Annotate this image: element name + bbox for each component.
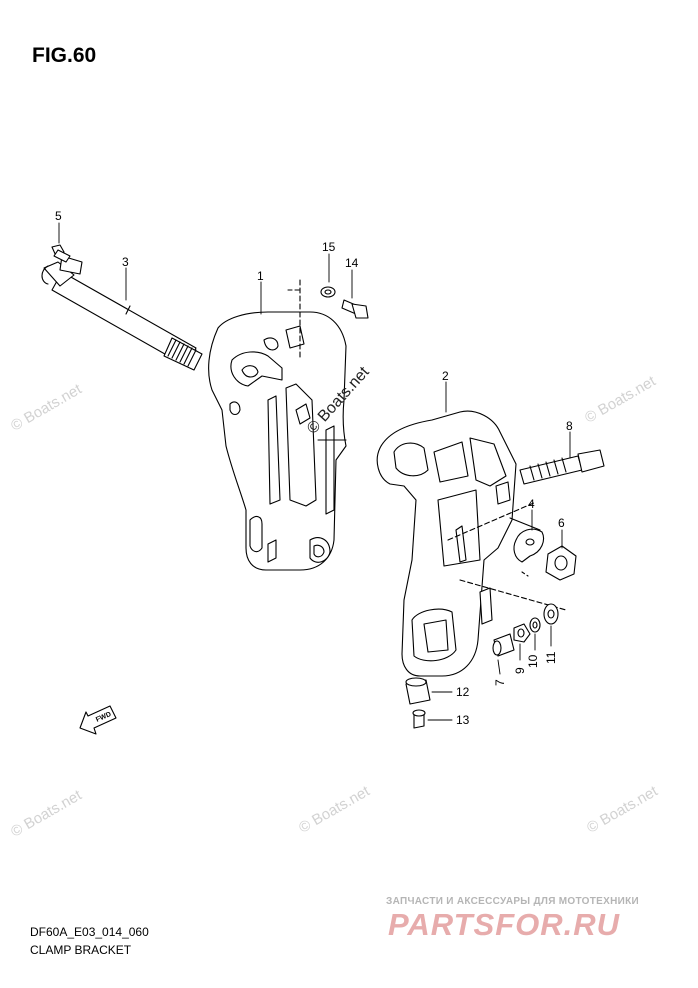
figure-title: FIG.60 [32, 44, 97, 67]
callout-13: 13 [456, 713, 470, 727]
callout-11: 11 [544, 651, 558, 664]
callout-15: 15 [322, 240, 336, 254]
callout-2: 2 [442, 369, 449, 383]
part-9-nut[interactable] [513, 623, 531, 643]
figure-code: DF60A_E03_014_060 [30, 925, 149, 939]
part-1-clamp-bracket[interactable] [208, 279, 347, 571]
callout-7: 7 [493, 679, 507, 686]
callout-12: 12 [456, 685, 470, 699]
part-11-washer[interactable] [543, 603, 559, 625]
callout-3: 3 [122, 255, 129, 269]
callout-4: 4 [528, 497, 535, 511]
part-6-nut[interactable] [545, 545, 577, 581]
callout-10: 10 [526, 654, 540, 668]
callout-14: 14 [345, 256, 359, 270]
shop-logo: PARTSFOR.RU [388, 907, 621, 942]
part-8-bolt[interactable] [519, 449, 605, 485]
part-2-clamp-bracket[interactable] [376, 410, 567, 677]
callout-6: 6 [558, 516, 565, 530]
part-4-plate[interactable] [513, 528, 545, 577]
part-5-bolt[interactable] [51, 244, 71, 263]
leader-lines [58, 222, 571, 721]
part-3-tilt-tube[interactable] [41, 255, 203, 371]
part-12-mount[interactable] [405, 677, 431, 705]
part-10-washer[interactable] [529, 617, 541, 633]
fwd-arrow-icon [79, 705, 117, 735]
callout-5: 5 [55, 209, 62, 223]
callout-8: 8 [566, 419, 573, 433]
callout-1: 1 [257, 269, 264, 283]
part-14-bolt[interactable] [341, 299, 369, 319]
callout-9: 9 [513, 667, 527, 674]
shop-tagline: ЗАПЧАСТИ И АКСЕССУАРЫ ДЛЯ МОТОТЕХНИКИ [386, 896, 639, 907]
part-7-bushing[interactable] [492, 633, 515, 657]
part-13-screw[interactable] [412, 709, 426, 729]
figure-caption: CLAMP BRACKET [30, 943, 132, 957]
part-15-washer[interactable] [320, 286, 336, 298]
